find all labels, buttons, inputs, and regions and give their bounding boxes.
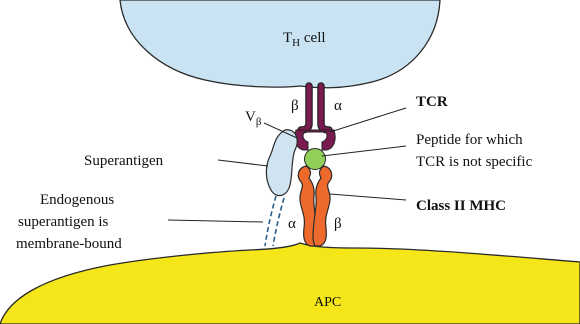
v-beta-subscript: β xyxy=(256,116,262,128)
th-cell-suffix: cell xyxy=(300,30,325,46)
superantigen-anchor xyxy=(265,196,284,246)
tcr-alpha-label: α xyxy=(334,98,342,114)
peptide-leader-line xyxy=(322,146,406,156)
th-cell xyxy=(120,0,440,88)
mhc-beta-label: β xyxy=(334,216,342,232)
peptide-shape xyxy=(305,149,326,170)
tcr-beta-label: β xyxy=(291,98,299,114)
superantigen-shape xyxy=(266,130,297,196)
endogenous-label-line-1: Endogenous xyxy=(40,192,114,208)
endogenous-label-line-3: membrane-bound xyxy=(16,236,122,252)
peptide-label-line-1: Peptide for which xyxy=(416,132,523,148)
th-cell-label: T xyxy=(283,30,292,46)
v-beta-label: V xyxy=(245,109,256,125)
endogenous-label-line-2: superantigen is xyxy=(18,214,109,230)
mhc-label: Class II MHC xyxy=(416,198,506,214)
peptide-label-line-2: TCR is not specific xyxy=(416,154,533,170)
mhc-alpha-label: α xyxy=(288,216,296,232)
svg-text:Vβ: Vβ xyxy=(245,109,262,128)
endogenous-leader-line xyxy=(168,220,263,222)
superantigen-label: Superantigen xyxy=(84,153,164,169)
tcr-beta-chain-fill xyxy=(301,86,309,130)
mhc-beta-chain xyxy=(313,166,332,246)
apc-cell xyxy=(0,243,580,324)
tcr-head xyxy=(295,130,335,150)
superantigen-leader-line xyxy=(218,160,268,166)
apc-label: APC xyxy=(314,295,341,310)
mhc-leader-line xyxy=(330,194,406,200)
tcr-label: TCR xyxy=(416,94,448,110)
th-cell-subscript: H xyxy=(292,37,300,49)
tcr-alpha-chain-fill xyxy=(321,86,329,130)
